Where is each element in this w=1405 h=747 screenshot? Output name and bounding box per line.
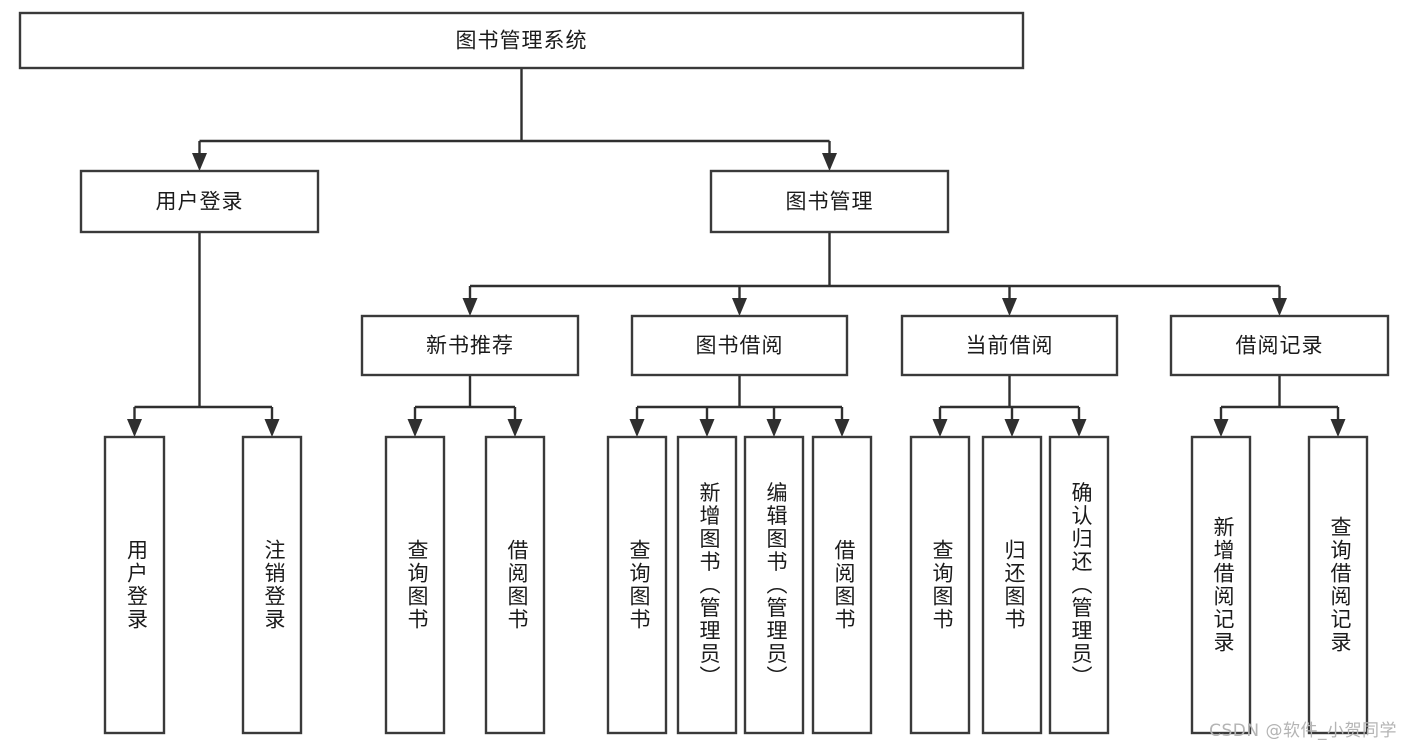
node-box-leaf-query-book-3 xyxy=(909,435,971,735)
connector-layer xyxy=(127,68,1346,437)
node-label-leaf-add-book: 新增图书（管理员） xyxy=(697,482,721,689)
node-box-leaf-borrow-book-2 xyxy=(811,435,873,735)
node-leaf-borrow-book-2[interactable]: 借阅图书 xyxy=(811,435,873,735)
node-box-leaf-return-book xyxy=(981,435,1043,735)
node-label-leaf-user-login: 用户登录 xyxy=(125,539,149,631)
arrow-head-leaf-query-book-2 xyxy=(629,419,645,437)
arrow-head-leaf-user-login xyxy=(127,419,142,437)
arrow-head-leaf-query-book-1 xyxy=(407,419,423,437)
node-label-leaf-edit-book: 编辑图书（管理员） xyxy=(764,482,788,689)
arrow-head-leaf-query-record xyxy=(1330,419,1346,437)
arrow-head-leaf-add-record xyxy=(1213,419,1229,437)
arrow-head-current-borrow xyxy=(1002,298,1017,316)
node-layer: 图书管理系统用户登录图书管理新书推荐图书借阅当前借阅借阅记录用户登录注销登录查询… xyxy=(18,11,1390,735)
arrow-head-user-login xyxy=(192,153,207,171)
node-label-new-book-recommend: 新书推荐 xyxy=(426,334,514,358)
node-box-book-management xyxy=(709,169,950,234)
node-leaf-add-record[interactable]: 新增借阅记录 xyxy=(1190,435,1252,735)
arrow-head-leaf-edit-book xyxy=(766,419,782,437)
node-label-leaf-confirm-return: 确认归还（管理员） xyxy=(1069,482,1093,689)
node-box-leaf-query-book-2 xyxy=(606,435,668,735)
node-label-leaf-query-book-1: 查询图书 xyxy=(405,539,429,631)
node-box-leaf-user-logout xyxy=(241,435,303,735)
arrow-head-leaf-borrow-book-1 xyxy=(507,419,523,437)
node-leaf-add-book[interactable]: 新增图书（管理员） xyxy=(676,435,738,735)
arrow-head-leaf-user-logout xyxy=(264,419,280,437)
node-box-leaf-borrow-book-1 xyxy=(484,435,546,735)
node-box-new-book-recommend xyxy=(360,314,580,377)
arrow-head-leaf-borrow-book-2 xyxy=(834,419,850,437)
node-box-leaf-user-login xyxy=(103,435,166,735)
arrow-head-new-book-recommend xyxy=(462,298,478,316)
arrow-head-leaf-add-book xyxy=(699,419,715,437)
node-leaf-user-login[interactable]: 用户登录 xyxy=(103,435,166,735)
node-user-login[interactable]: 用户登录 xyxy=(79,169,320,234)
node-box-book-borrow xyxy=(630,314,849,377)
node-label-leaf-return-book: 归还图书 xyxy=(1002,539,1026,631)
node-box-borrow-record xyxy=(1169,314,1390,377)
node-label-leaf-query-record: 查询借阅记录 xyxy=(1328,516,1352,654)
node-leaf-user-logout[interactable]: 注销登录 xyxy=(241,435,303,735)
node-leaf-query-book-3[interactable]: 查询图书 xyxy=(909,435,971,735)
node-label-current-borrow: 当前借阅 xyxy=(966,334,1054,358)
node-leaf-query-record[interactable]: 查询借阅记录 xyxy=(1307,435,1369,735)
node-label-leaf-query-book-2: 查询图书 xyxy=(627,539,651,631)
node-current-borrow[interactable]: 当前借阅 xyxy=(900,314,1119,377)
node-leaf-confirm-return[interactable]: 确认归还（管理员） xyxy=(1048,435,1110,735)
node-box-root xyxy=(18,11,1025,70)
node-box-leaf-confirm-return xyxy=(1048,435,1110,735)
node-leaf-borrow-book-1[interactable]: 借阅图书 xyxy=(484,435,546,735)
node-leaf-return-book[interactable]: 归还图书 xyxy=(981,435,1043,735)
node-label-book-management: 图书管理 xyxy=(786,190,874,214)
node-label-user-login: 用户登录 xyxy=(156,190,244,214)
node-root[interactable]: 图书管理系统 xyxy=(18,11,1025,70)
node-new-book-recommend[interactable]: 新书推荐 xyxy=(360,314,580,377)
node-label-borrow-record: 借阅记录 xyxy=(1236,334,1324,358)
node-borrow-record[interactable]: 借阅记录 xyxy=(1169,314,1390,377)
node-box-leaf-add-record xyxy=(1190,435,1252,735)
node-leaf-edit-book[interactable]: 编辑图书（管理员） xyxy=(743,435,805,735)
node-box-leaf-query-book-1 xyxy=(384,435,446,735)
arrow-head-leaf-query-book-3 xyxy=(932,419,948,437)
arrow-head-book-borrow xyxy=(732,298,747,316)
node-label-leaf-borrow-book-1: 借阅图书 xyxy=(505,539,529,631)
node-box-user-login xyxy=(79,169,320,234)
node-leaf-query-book-1[interactable]: 查询图书 xyxy=(384,435,446,735)
node-box-current-borrow xyxy=(900,314,1119,377)
arrow-head-leaf-return-book xyxy=(1004,419,1020,437)
node-label-leaf-query-book-3: 查询图书 xyxy=(930,539,954,631)
node-label-leaf-add-record: 新增借阅记录 xyxy=(1211,516,1235,654)
arrow-head-book-management xyxy=(822,153,837,171)
node-box-leaf-edit-book xyxy=(743,435,805,735)
node-book-management[interactable]: 图书管理 xyxy=(709,169,950,234)
node-box-leaf-add-book xyxy=(676,435,738,735)
arrow-head-borrow-record xyxy=(1272,298,1287,316)
node-label-leaf-user-logout: 注销登录 xyxy=(262,539,286,631)
node-label-book-borrow: 图书借阅 xyxy=(696,334,784,358)
node-label-root: 图书管理系统 xyxy=(456,29,588,53)
node-box-leaf-query-record xyxy=(1307,435,1369,735)
node-label-leaf-borrow-book-2: 借阅图书 xyxy=(832,539,856,631)
arrow-head-leaf-confirm-return xyxy=(1071,419,1087,437)
node-book-borrow[interactable]: 图书借阅 xyxy=(630,314,849,377)
node-leaf-query-book-2[interactable]: 查询图书 xyxy=(606,435,668,735)
